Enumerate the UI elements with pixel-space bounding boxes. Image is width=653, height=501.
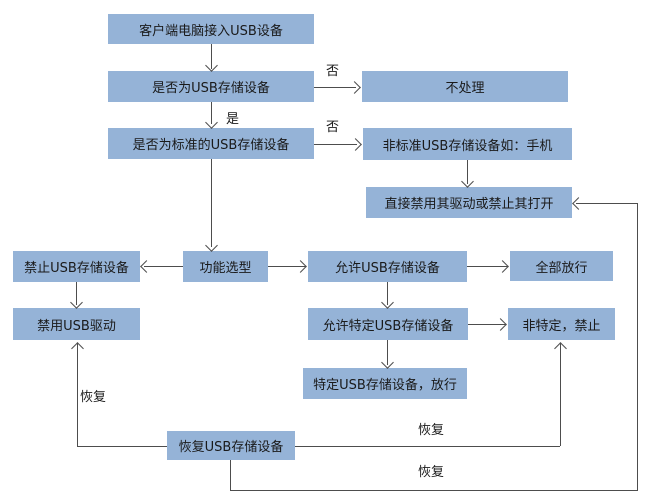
edge-restore-loop-stub <box>230 460 231 490</box>
node-forbid-storage: 禁止USB存储设备 <box>13 251 140 282</box>
edge-label-restore-bottom: 恢复 <box>418 465 445 480</box>
arrowhead-left <box>140 260 153 273</box>
arrowhead-down <box>381 356 394 369</box>
node-specific-allow: 特定USB存储设备，放行 <box>303 368 467 399</box>
edge-forbid-to-driver <box>76 282 77 305</box>
edge-restore-loop-bottom <box>230 490 638 491</box>
edge-isstandard-to-function <box>211 159 212 247</box>
node-allow-storage: 允许USB存储设备 <box>308 251 467 282</box>
edge-label-restore-middle: 恢复 <box>418 423 445 438</box>
arrowhead-down <box>205 116 218 129</box>
edge-function-to-forbid <box>144 266 183 267</box>
arrowhead-up <box>554 342 567 355</box>
arrowhead-down <box>381 296 394 309</box>
edge-label-yes: 是 <box>226 112 240 127</box>
arrowhead-down <box>461 175 474 188</box>
edge-restore-to-nonspecific-v <box>560 343 561 446</box>
edge-restore-to-nonspecific-h <box>295 446 560 447</box>
arrowhead-right <box>494 318 507 331</box>
node-function-select: 功能选型 <box>183 251 268 282</box>
node-restore-storage: 恢复USB存储设备 <box>167 431 295 460</box>
arrowhead-down <box>70 296 83 309</box>
arrowhead-right <box>349 138 362 151</box>
arrowhead-up <box>71 342 84 355</box>
edge-specific-to-pass <box>387 340 388 365</box>
edge-client-to-isusb <box>211 44 212 69</box>
edge-allow-to-specific <box>387 282 388 305</box>
edge-label-no-storage: 否 <box>326 64 340 79</box>
node-allow-specific: 允许特定USB存储设备 <box>308 308 468 340</box>
arrowhead-down <box>205 59 218 72</box>
edge-restore-loop-right <box>637 203 638 490</box>
edge-isstandard-to-nonstandard <box>314 144 357 145</box>
node-is-standard: 是否为标准的USB存储设备 <box>108 128 314 159</box>
node-client-connect: 客户端电脑接入USB设备 <box>108 14 314 44</box>
node-nonspecific-forbid: 非特定，禁止 <box>508 308 615 340</box>
edge-restore-to-driver-v <box>77 343 78 446</box>
arrowhead-left <box>572 197 585 210</box>
arrowhead-right <box>496 260 509 273</box>
node-allow-all: 全部放行 <box>510 251 613 281</box>
node-no-action: 不处理 <box>362 71 568 102</box>
node-non-standard: 非标准USB存储设备如：手机 <box>363 128 572 160</box>
edge-allow-to-allowall <box>467 266 508 267</box>
arrowhead-down <box>205 239 218 252</box>
node-disable-driver: 禁用USB驱动 <box>13 308 140 340</box>
edge-restore-to-driver-h <box>77 446 167 447</box>
arrowhead-right <box>294 260 307 273</box>
node-disable-directly: 直接禁用其驱动或禁止其打开 <box>366 187 572 218</box>
node-is-usb-storage: 是否为USB存储设备 <box>108 71 314 102</box>
edge-specific-to-nonspecific <box>468 324 506 325</box>
arrowhead-right <box>348 81 361 94</box>
edge-restore-loop-top <box>576 203 637 204</box>
edge-label-no-standard: 否 <box>326 120 340 135</box>
edge-function-to-allow <box>268 266 306 267</box>
edge-isusb-to-isstandard <box>211 102 212 124</box>
edge-label-restore-left: 恢复 <box>80 390 107 405</box>
edge-nonstandard-to-disable <box>467 160 468 184</box>
edge-isusb-to-noaction <box>314 87 356 88</box>
